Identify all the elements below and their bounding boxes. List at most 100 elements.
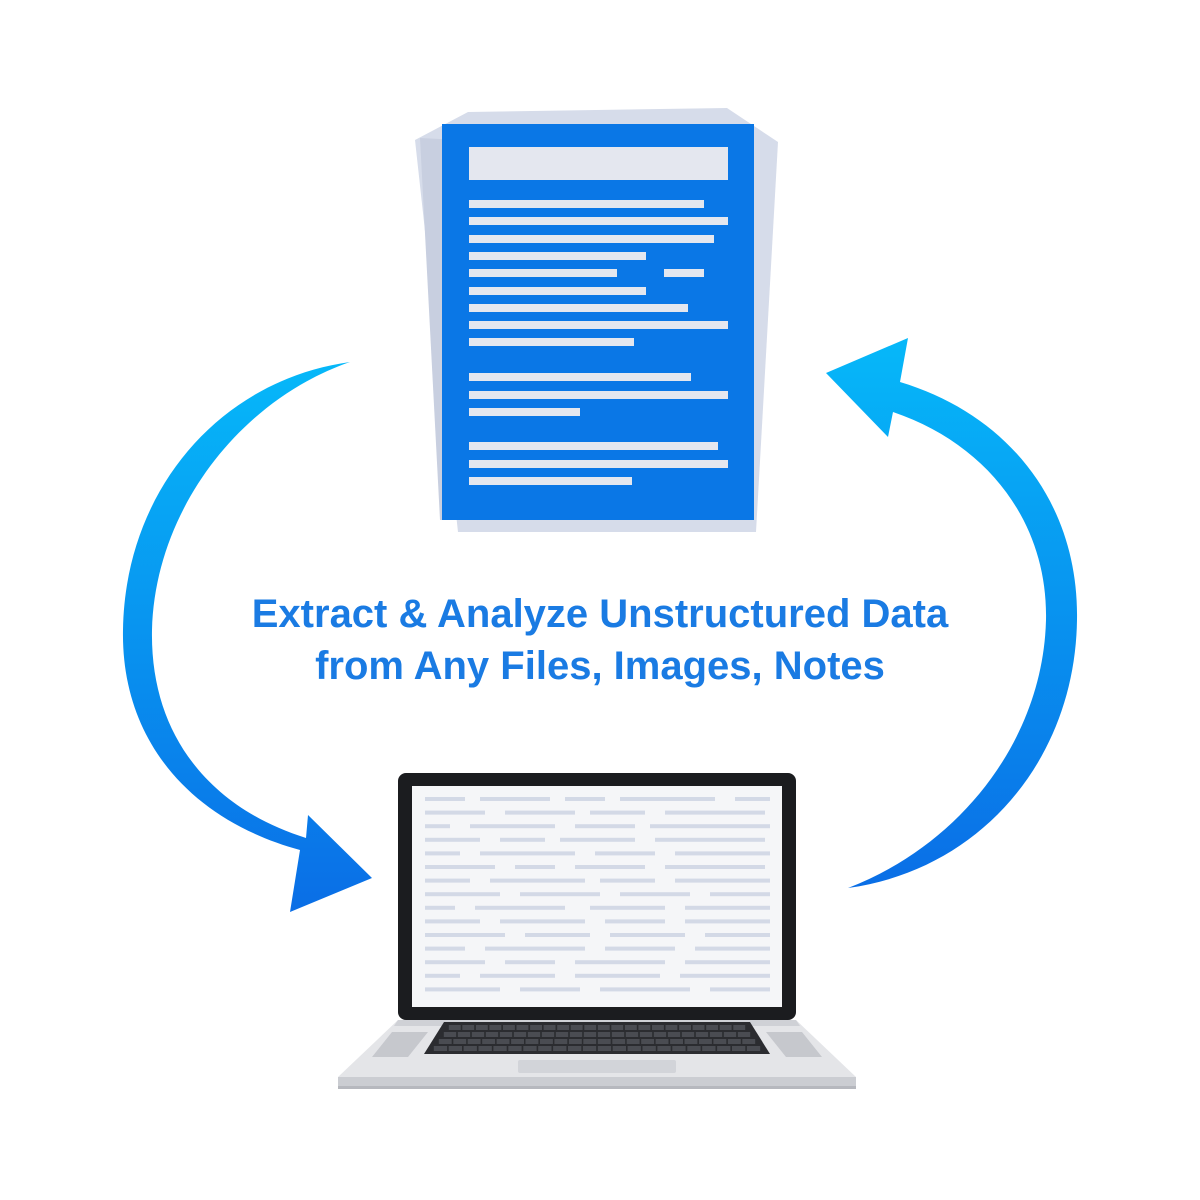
keyboard-key [732,1046,746,1051]
keyboard-key [692,1025,705,1030]
screen-text-line [480,797,550,801]
screen-text-line [665,865,765,869]
keyboard-key [583,1039,597,1044]
keyboard-key [679,1025,691,1030]
keyboard-key [665,1025,678,1030]
screen-text-line [685,905,770,910]
screen-text-line [650,824,770,829]
keyboard-key [713,1039,727,1044]
keyboard-key [540,1039,553,1044]
screen-text-line [590,905,665,910]
keyboard-key [597,1032,611,1037]
screen-text-line [480,973,555,978]
screen-text-line [600,878,655,883]
keyboard-key [525,1039,539,1044]
screen-text-line [665,810,765,815]
screen-text-line [425,973,460,978]
keyboard-key [657,1046,671,1051]
screen-text-line [525,933,590,937]
screen-text-line [590,810,645,815]
keyboard-key [513,1032,527,1037]
keyboard-key [462,1025,475,1030]
left-cycle-arrow-icon [122,362,372,912]
keyboard-key [719,1025,732,1030]
keyboard-key [568,1039,582,1044]
keyboard-key [746,1046,761,1051]
document-text-lines [469,200,728,485]
keyboard-key [457,1032,471,1037]
screen-text-line [565,797,605,801]
screen-text-line [520,892,600,897]
keyboard-key [667,1032,681,1037]
keyboard-key [627,1046,641,1051]
screen-text-line [475,905,565,910]
keyboard-key [570,1025,583,1030]
screen-text-line [425,851,460,856]
laptop-icon [338,773,856,1089]
screen-text-line [470,824,555,829]
screen-text-line [620,797,715,801]
screen-text-line [425,878,470,883]
keyboard-key [508,1046,522,1051]
keyboard-key [737,1032,751,1037]
keyboard-key [503,1025,515,1030]
keyboard-key [742,1039,756,1044]
keyboard-key [516,1025,529,1030]
screen-text-line [480,851,575,856]
keyboard-key [475,1025,488,1030]
keyboard-key [523,1046,537,1051]
keyboard-key [453,1039,467,1044]
keyboard-key [727,1039,741,1044]
keyboard-key [463,1046,477,1051]
keyboard-key [723,1032,737,1037]
screen-text-line [620,892,690,897]
keyboard-key [687,1046,701,1051]
keyboard-key [642,1046,656,1051]
keyboard-key [582,1046,597,1051]
screen-text-line [490,878,585,883]
screen-text-lines [425,797,770,992]
keyboard-key [597,1039,611,1044]
keyboard-key [717,1046,731,1051]
keyboard-key [448,1025,461,1030]
screen-text-line [520,987,580,992]
screen-text-line [425,987,500,992]
screen-text-line [600,987,690,992]
screen-text-line [675,851,770,856]
screen-text-line [675,878,770,883]
keyboard-key [467,1039,481,1044]
keyboard-key [611,1032,625,1037]
keyboard-key [584,1025,597,1030]
keyboard-key [638,1025,651,1030]
keyboard-key [554,1039,568,1044]
keyboard-key [702,1046,716,1051]
keyboard-key [655,1039,669,1044]
keyboard-key [706,1025,719,1030]
screen-text-line [710,987,770,992]
keyboard-key [681,1032,695,1037]
keyboard-key [448,1046,462,1051]
screen-text-line [500,919,585,924]
keyboard-key [553,1046,567,1051]
keyboard-key [438,1039,452,1044]
keyboard-key [511,1039,524,1044]
keyboard-key [555,1032,569,1037]
keyboard-key [541,1032,555,1037]
keyboard-key [530,1025,542,1030]
keyboard-key [583,1032,597,1037]
right-cycle-arrow-icon [826,338,1078,888]
keyboard-key [611,1025,624,1030]
screen-text-line [695,946,770,951]
keyboard-key [684,1039,698,1044]
screen-text-line [515,865,555,869]
headline: Extract & Analyze Unstructured Data from… [0,588,1200,692]
keyboard-key [641,1039,655,1044]
screen-text-line [575,960,665,965]
screen-text-line [425,933,505,937]
screen-text-line [425,810,485,815]
keyboard-key [482,1039,496,1044]
screen-text-line [425,946,465,951]
screen-text-line [655,837,765,842]
keyboard-key [709,1032,723,1037]
